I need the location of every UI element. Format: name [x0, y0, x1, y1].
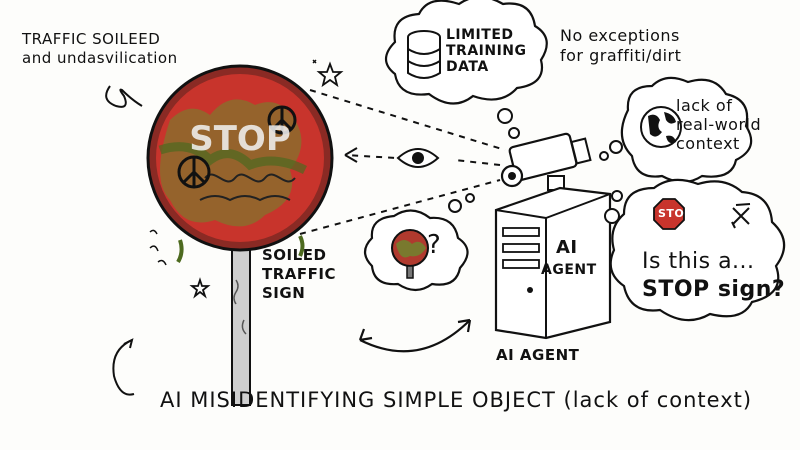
training-line: DATA	[446, 59, 489, 75]
training-line: LIMITED	[446, 27, 514, 43]
no-exceptions-line: for graffiti/dirt	[560, 46, 682, 65]
no-exceptions-note: No exceptions for graffiti/dirt	[560, 26, 681, 66]
server-agent-subtitle: AGENT	[541, 262, 597, 278]
curl-arrow-icon	[105, 85, 143, 108]
arrowhead-icon	[344, 147, 358, 163]
camera-icon	[500, 132, 592, 191]
context-cloud	[599, 76, 753, 184]
cross-icon	[731, 203, 751, 229]
soiled-sign-label: SOILED TRAFFIC SIGN	[262, 246, 336, 303]
question-mark: ?	[427, 230, 442, 260]
soiled-line: TRAFFIC	[262, 265, 336, 283]
server-ai-title: AI	[556, 237, 578, 258]
sparkle-icon	[312, 59, 317, 64]
no-exceptions-line: No exceptions	[560, 26, 680, 45]
database-icon	[407, 30, 441, 79]
soiled-stop-sign: STOP	[146, 64, 334, 264]
traffic-annotation: TRAFFIC SOILEED and undasvilication	[22, 30, 178, 68]
sign-pole	[231, 239, 251, 406]
stop-question: Is this a... STOP sign?	[642, 248, 785, 304]
context-label: lack of real-world context	[676, 96, 761, 153]
training-data-label: LIMITED TRAINING DATA	[446, 27, 527, 75]
annotation-line: TRAFFIC SOILEED	[22, 30, 161, 48]
globe-icon	[640, 106, 682, 148]
context-line: lack of	[676, 96, 733, 115]
question-line: STOP sign?	[642, 277, 786, 302]
mini-stop-sign-icon	[653, 198, 685, 230]
soiled-line: SOILED	[262, 246, 327, 264]
agent-caption: AI AGENT	[496, 346, 580, 364]
context-line: real-world	[676, 115, 762, 134]
mini-soiled-sign-icon	[391, 229, 429, 279]
mini-stop-text: STOP	[658, 207, 693, 220]
question-line: Is this a...	[642, 249, 755, 274]
sign-text: STOP	[189, 119, 291, 159]
soiled-line: SIGN	[262, 284, 306, 302]
ai-agent-server	[494, 186, 612, 340]
eye-icon	[396, 148, 440, 168]
training-line: TRAINING	[446, 43, 527, 59]
drip-marks	[149, 229, 167, 266]
star-icon	[189, 61, 344, 299]
double-arrow-icon	[358, 318, 472, 353]
swirl-icon	[112, 339, 135, 396]
context-line: context	[676, 134, 740, 153]
main-caption: AI MISIDENTIFYING SIMPLE OBJECT (lack of…	[160, 388, 753, 412]
annotation-line: and undasvilication	[22, 49, 178, 67]
